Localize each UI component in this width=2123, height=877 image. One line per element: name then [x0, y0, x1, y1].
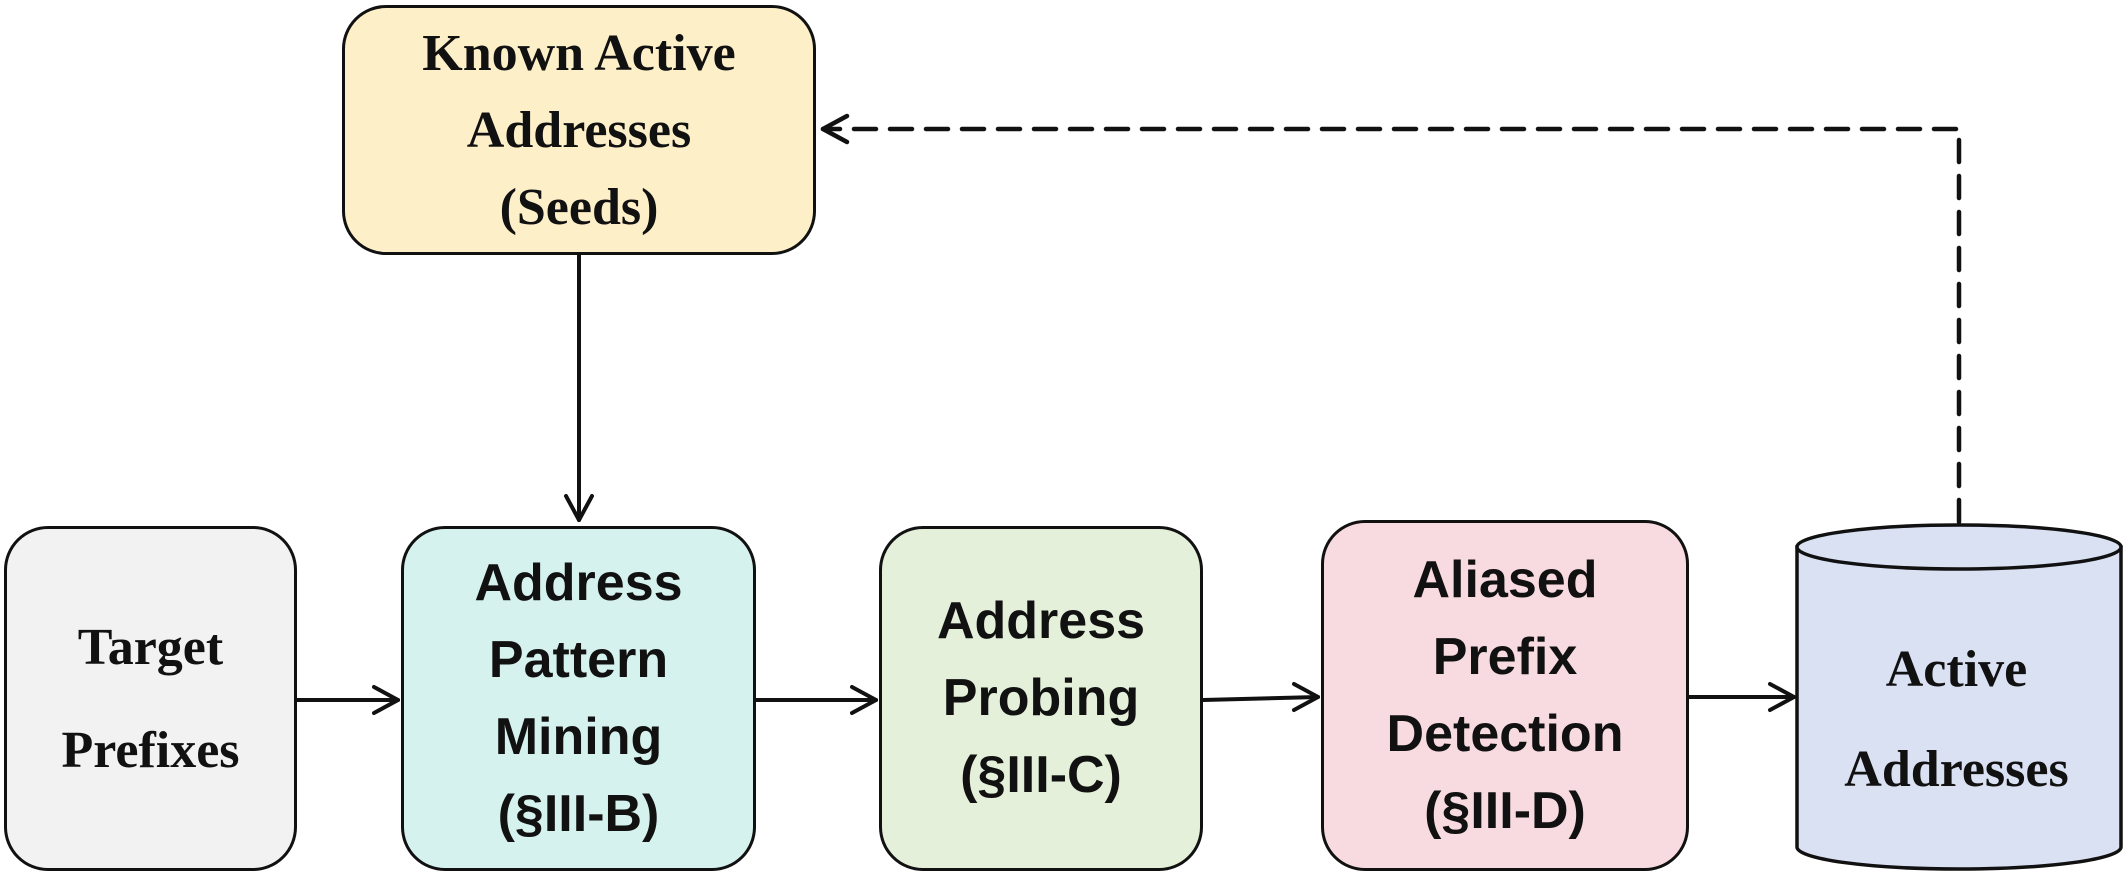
alias-to-active-arrow: [1687, 682, 1796, 712]
known-active-addresses-box: Known Active Addresses (Seeds): [342, 5, 816, 255]
node-label-line: (§III-D): [1424, 781, 1586, 840]
probing-to-alias-arrow: [1201, 682, 1320, 712]
node-label-line: Addresses: [466, 101, 692, 159]
node-label-line: (§III-B): [497, 784, 660, 843]
node-label-line: (Seeds): [499, 178, 659, 236]
active-addresses-cylinder: [1795, 523, 2123, 871]
node-label-line: Address: [936, 592, 1146, 650]
node-label-line: (§III-C): [960, 746, 1122, 804]
node-label-line: Address: [474, 553, 683, 612]
active-addresses-label: Active Addresses: [1794, 600, 2119, 840]
cylinder-body: [1795, 545, 2123, 871]
node-label-line: Prefix: [1432, 627, 1578, 686]
node-label-line: Mining: [494, 707, 663, 766]
node-label-line: Prefixes: [61, 721, 240, 779]
address-pattern-mining-box: Address Pattern Mining (§III-B): [401, 526, 756, 871]
node-label-line: Aliased: [1412, 550, 1598, 609]
aliased-prefix-detection-box: Aliased Prefix Detection (§III-D): [1321, 520, 1689, 871]
node-label-line: Pattern: [488, 630, 669, 689]
node-label-line: Active: [1885, 641, 2028, 698]
target-to-mining-arrow: [295, 685, 400, 715]
mining-to-probing-arrow: [754, 685, 878, 715]
node-label-line: Probing: [942, 669, 1140, 727]
address-probing-box: Address Probing (§III-C): [879, 526, 1203, 871]
seeds-to-mining-arrow: [564, 253, 594, 522]
cylinder-top: [1795, 523, 2123, 571]
node-label-line: Addresses: [1844, 741, 2069, 798]
node-label-line: Detection: [1386, 704, 1624, 763]
target-prefixes-box: Target Prefixes: [4, 526, 297, 871]
feedback-dashed-arrow: [820, 113, 1962, 525]
node-label-line: Target: [77, 618, 224, 676]
node-label-line: Known Active: [422, 24, 736, 82]
